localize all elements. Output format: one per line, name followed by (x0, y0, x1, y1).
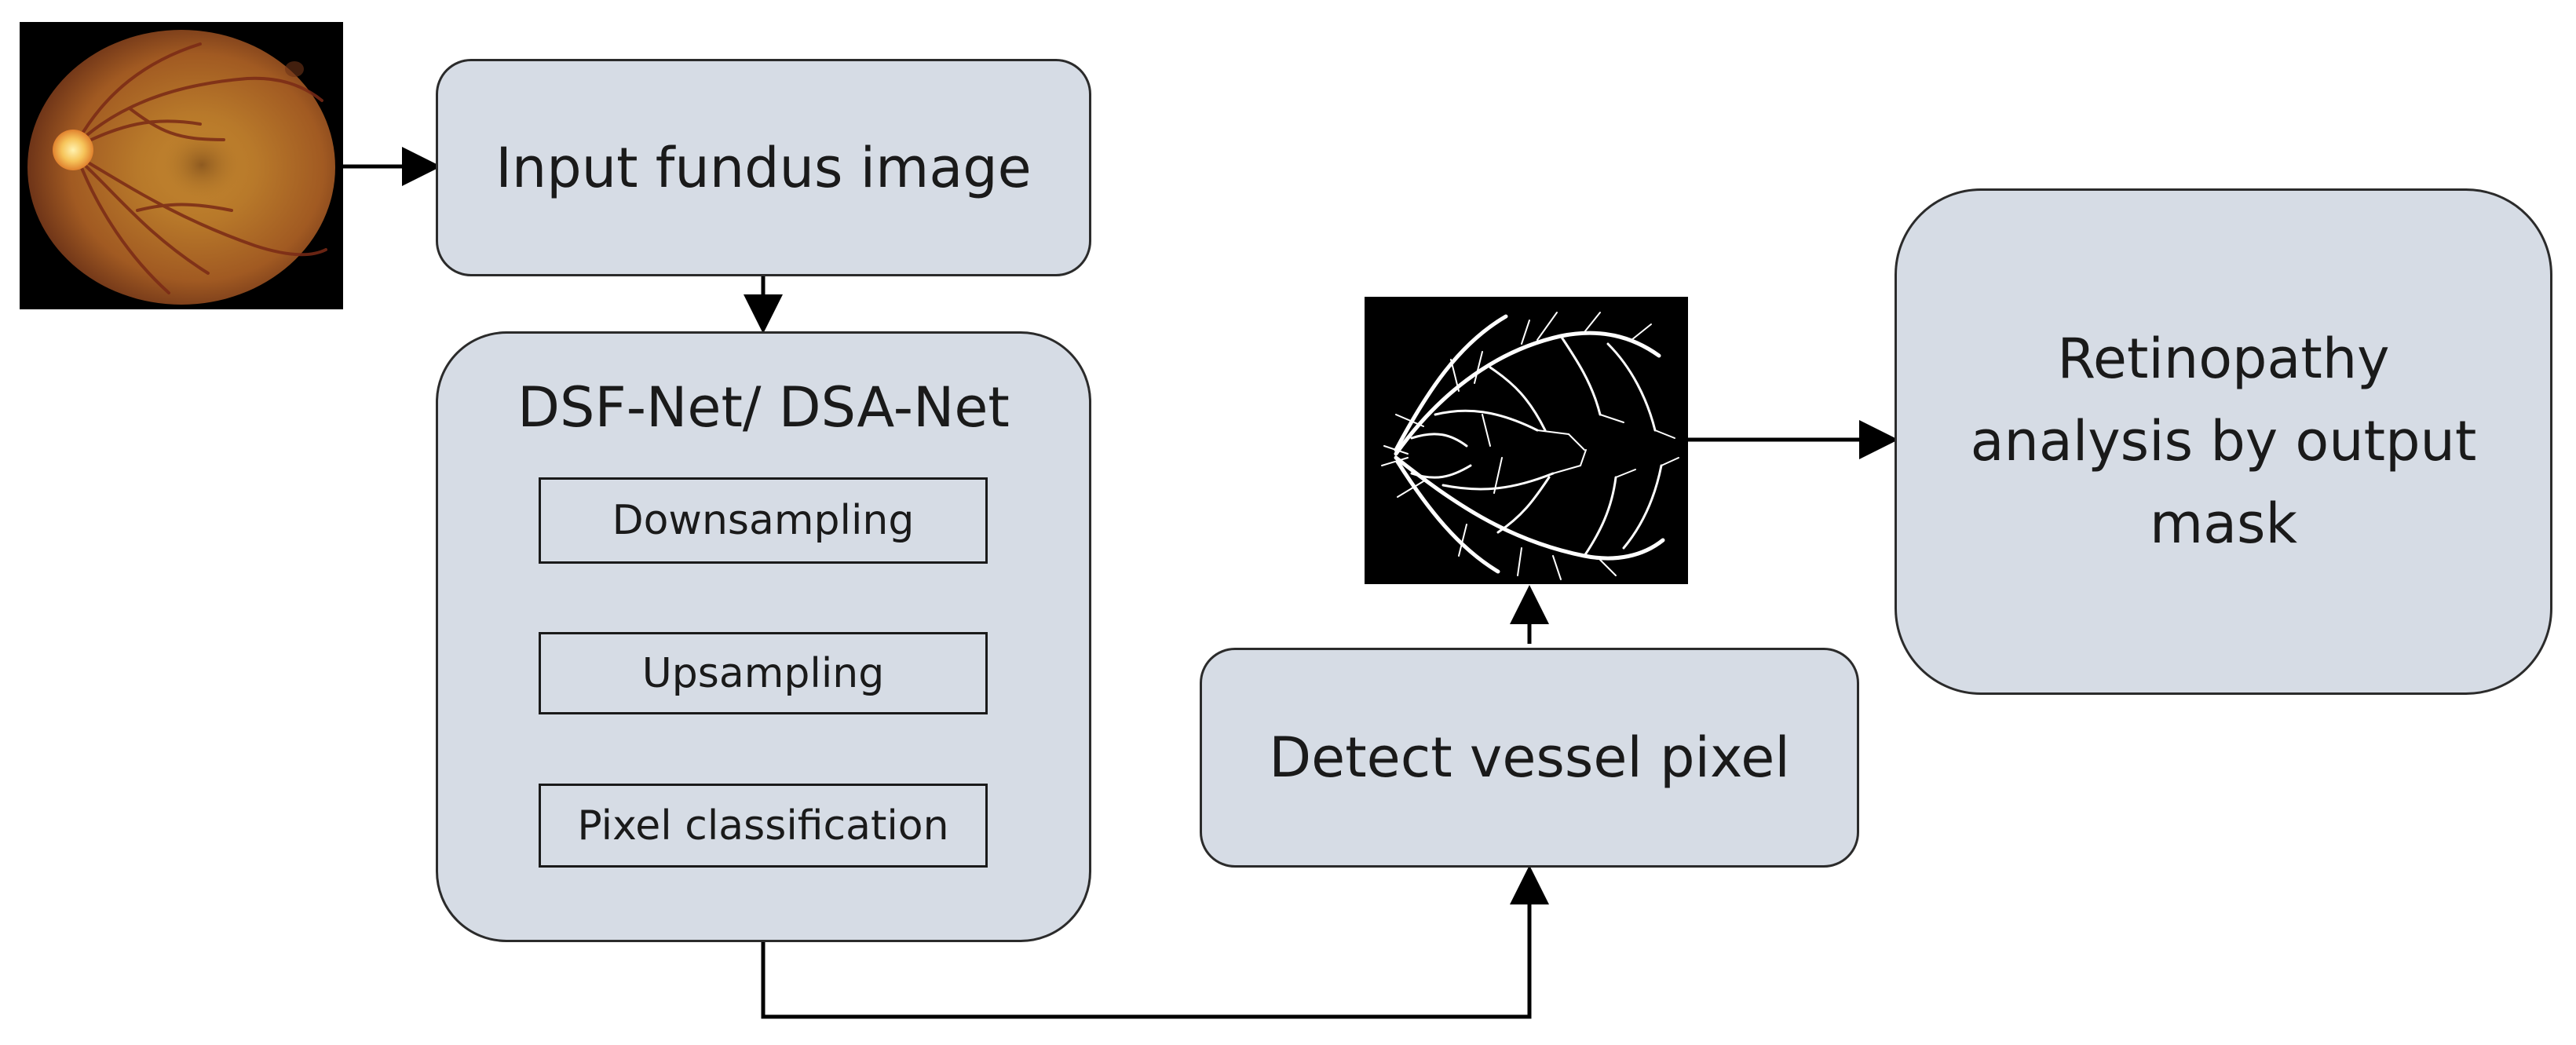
step-upsampling-label: Upsampling (641, 649, 885, 697)
vessel-mask-image (1365, 297, 1688, 584)
arrow-net-to-detect (761, 865, 1549, 1019)
step-pixel-classification: Pixel classification (539, 784, 988, 868)
detect-vessel-box: Detect vessel pixel (1200, 648, 1859, 868)
input-fundus-label: Input fundus image (495, 135, 1032, 200)
input-fundus-box: Input fundus image (436, 59, 1091, 276)
step-pixel-classification-label: Pixel classification (577, 802, 949, 850)
network-title: DSF-Net/ DSA-Net (517, 375, 1010, 440)
retinopathy-output-label: Retinopathy analysis by output mask (1970, 327, 2477, 556)
detect-vessel-label: Detect vessel pixel (1269, 725, 1790, 790)
step-upsampling: Upsampling (539, 632, 988, 714)
fundus-image (20, 22, 343, 309)
step-downsampling: Downsampling (539, 477, 988, 564)
step-downsampling-label: Downsampling (612, 497, 915, 544)
retinopathy-output-box: Retinopathy analysis by output mask (1895, 188, 2552, 695)
